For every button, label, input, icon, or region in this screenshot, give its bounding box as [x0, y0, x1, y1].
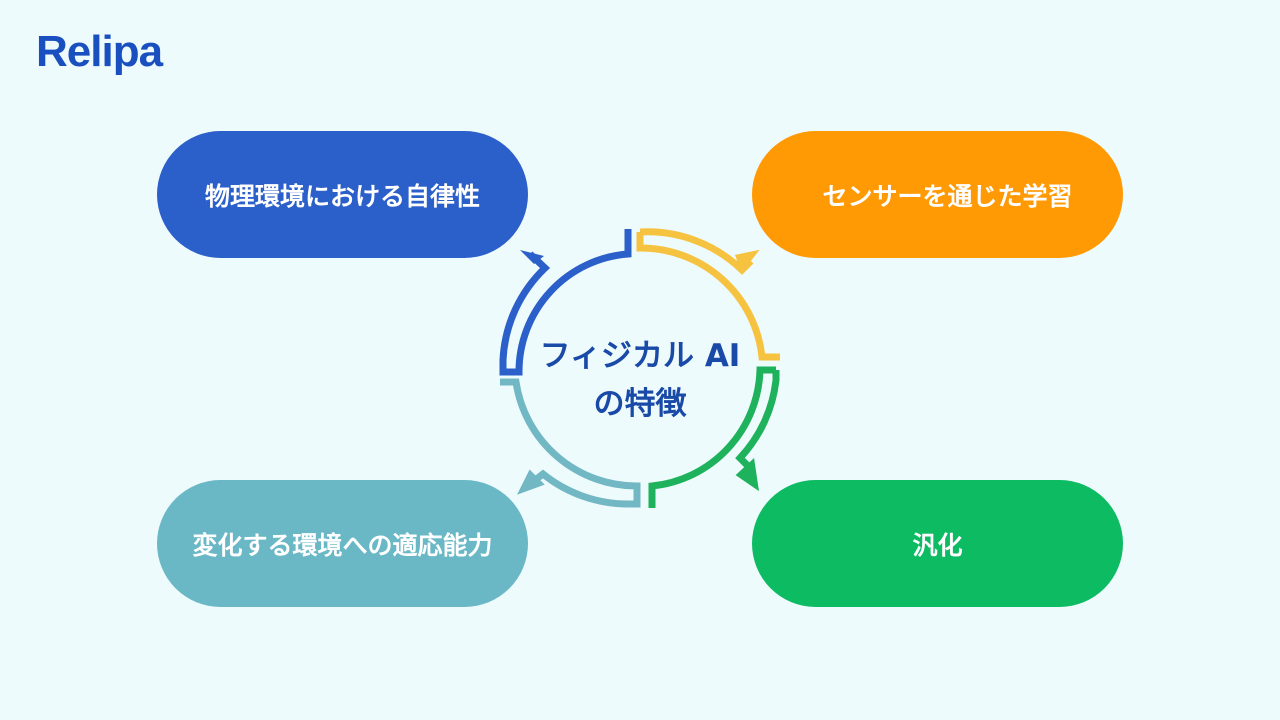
relipa-logo: Relipa — [36, 27, 163, 76]
center-title: フィジカル AI の特徴 — [520, 332, 760, 428]
arrow-bottom-left-icon — [500, 378, 641, 508]
center-title-line2: の特徴 — [593, 386, 687, 422]
center-title-line1: フィジカル AI — [539, 338, 741, 374]
feature-pill-generalization: 汎化 — [752, 480, 1123, 607]
arrow-bottom-right-icon — [648, 366, 780, 508]
feature-label: 物理環境における自律性 — [204, 181, 480, 211]
feature-pill-adaptability: 変化する環境への適応能力 — [157, 480, 528, 607]
feature-pill-autonomy: 物理環境における自律性 — [157, 131, 528, 258]
feature-label: 変化する環境への適応能力 — [192, 530, 493, 560]
feature-label: 汎化 — [912, 530, 963, 560]
feature-label: センサーを通じた学習 — [822, 181, 1073, 211]
arrow-top-left-icon — [499, 229, 632, 376]
arrow-top-right-icon — [636, 228, 780, 361]
feature-pill-sensor-learning: センサーを通じた学習 — [752, 131, 1123, 258]
